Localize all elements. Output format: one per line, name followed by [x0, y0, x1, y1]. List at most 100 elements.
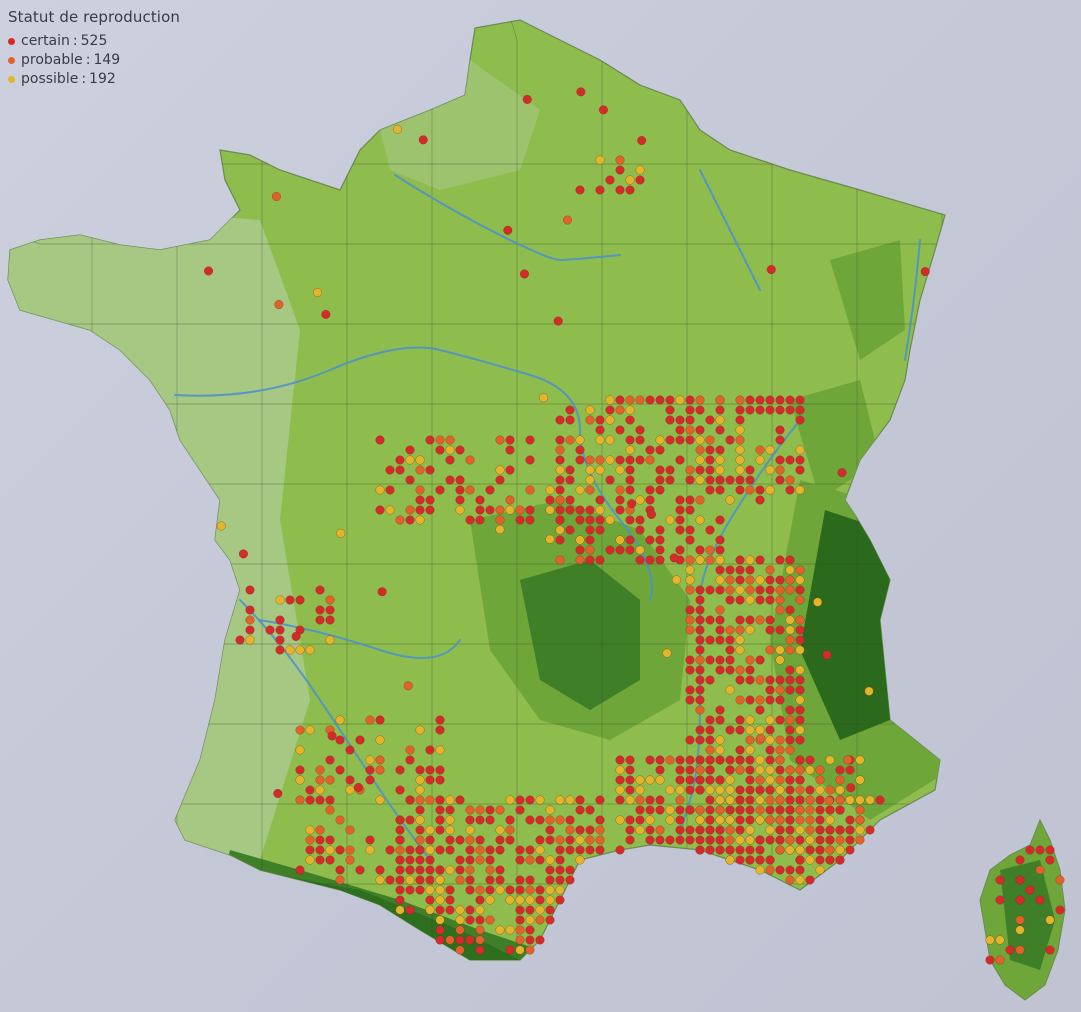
possible-dot	[765, 485, 775, 495]
certain-dot	[585, 825, 595, 835]
probable-dot	[825, 785, 835, 795]
possible-dot	[455, 915, 465, 925]
certain-dot	[555, 415, 565, 425]
probable-dot	[785, 645, 795, 655]
certain-dot	[865, 825, 875, 835]
certain-dot	[385, 485, 395, 495]
certain-dot	[435, 925, 445, 935]
possible-dot	[725, 855, 735, 865]
possible-dot	[795, 725, 805, 735]
certain-dot	[525, 435, 535, 445]
certain-dot	[435, 765, 445, 775]
possible-dot	[725, 785, 735, 795]
certain-dot	[715, 845, 725, 855]
certain-dot	[695, 835, 705, 845]
certain-dot	[705, 455, 715, 465]
probable-dot	[375, 755, 385, 765]
probable-dot	[615, 405, 625, 415]
certain-dot	[576, 87, 586, 97]
certain-dot	[555, 895, 565, 905]
certain-dot	[685, 835, 695, 845]
certain-dot	[345, 745, 355, 755]
certain-dot	[265, 625, 275, 635]
certain-dot	[645, 445, 655, 455]
probable-dot	[345, 855, 355, 865]
certain-dot	[545, 835, 555, 845]
certain-dot	[395, 785, 405, 795]
probable-dot	[725, 575, 735, 585]
probable-dot	[315, 825, 325, 835]
certain-dot	[815, 855, 825, 865]
certain-dot	[415, 845, 425, 855]
probable-dot	[824, 796, 834, 806]
legend-label: possible	[21, 71, 79, 87]
certain-dot	[495, 475, 505, 485]
probable-dot	[345, 825, 355, 835]
certain-dot	[655, 465, 665, 475]
legend-count: 192	[89, 71, 116, 87]
possible-dot	[305, 645, 315, 655]
certain-dot	[655, 805, 665, 815]
probable-dot	[735, 765, 745, 775]
certain-dot	[425, 745, 435, 755]
certain-dot	[685, 775, 695, 785]
certain-dot	[495, 875, 505, 885]
certain-dot	[715, 405, 725, 415]
possible-dot	[775, 655, 785, 665]
probable-dot	[695, 655, 705, 665]
probable-dot	[445, 935, 455, 945]
certain-dot	[715, 835, 725, 845]
probable-dot	[555, 445, 565, 455]
probable-dot	[675, 795, 685, 805]
certain-dot	[615, 795, 625, 805]
certain-dot	[415, 825, 425, 835]
probable-dot	[755, 695, 765, 705]
possible-dot	[805, 855, 815, 865]
certain-dot	[655, 835, 665, 845]
probable-dot	[465, 805, 475, 815]
certain-dot	[705, 765, 715, 775]
certain-dot	[505, 445, 515, 455]
certain-dot	[1055, 905, 1065, 915]
certain-dot	[615, 755, 625, 765]
possible-dot	[795, 665, 805, 675]
certain-dot	[995, 895, 1005, 905]
certain-dot	[655, 485, 665, 495]
certain-dot	[795, 415, 805, 425]
certain-dot	[1035, 895, 1045, 905]
certain-dot	[1025, 885, 1035, 895]
probable-dot	[475, 925, 485, 935]
possible-dot	[415, 725, 425, 735]
probable-dot	[645, 455, 655, 465]
probable-dot	[585, 545, 595, 555]
possible-dot	[336, 528, 346, 538]
probable-dot	[735, 435, 745, 445]
possible-dot	[575, 535, 585, 545]
certain-dot	[695, 615, 705, 625]
certain-dot	[565, 465, 575, 475]
possible-dot	[635, 545, 645, 555]
certain-dot	[1015, 855, 1025, 865]
certain-dot	[465, 915, 475, 925]
probable-dot	[715, 395, 725, 405]
certain-dot	[735, 805, 745, 815]
certain-dot	[695, 425, 705, 435]
probable-dot	[625, 395, 635, 405]
certain-dot	[920, 267, 930, 277]
possible-dot	[605, 515, 615, 525]
certain-dot	[315, 795, 325, 805]
certain-dot	[405, 845, 415, 855]
certain-dot	[645, 535, 655, 545]
probable-dot	[785, 715, 795, 725]
certain-dot	[795, 675, 805, 685]
certain-dot	[705, 465, 715, 475]
possible-dot	[835, 845, 845, 855]
possible-dot	[615, 815, 625, 825]
certain-dot	[725, 665, 735, 675]
probable-dot	[325, 805, 335, 815]
certain-dot	[705, 485, 715, 495]
possible-dot	[675, 395, 685, 405]
certain-dot	[775, 405, 785, 415]
certain-dot	[405, 515, 415, 525]
